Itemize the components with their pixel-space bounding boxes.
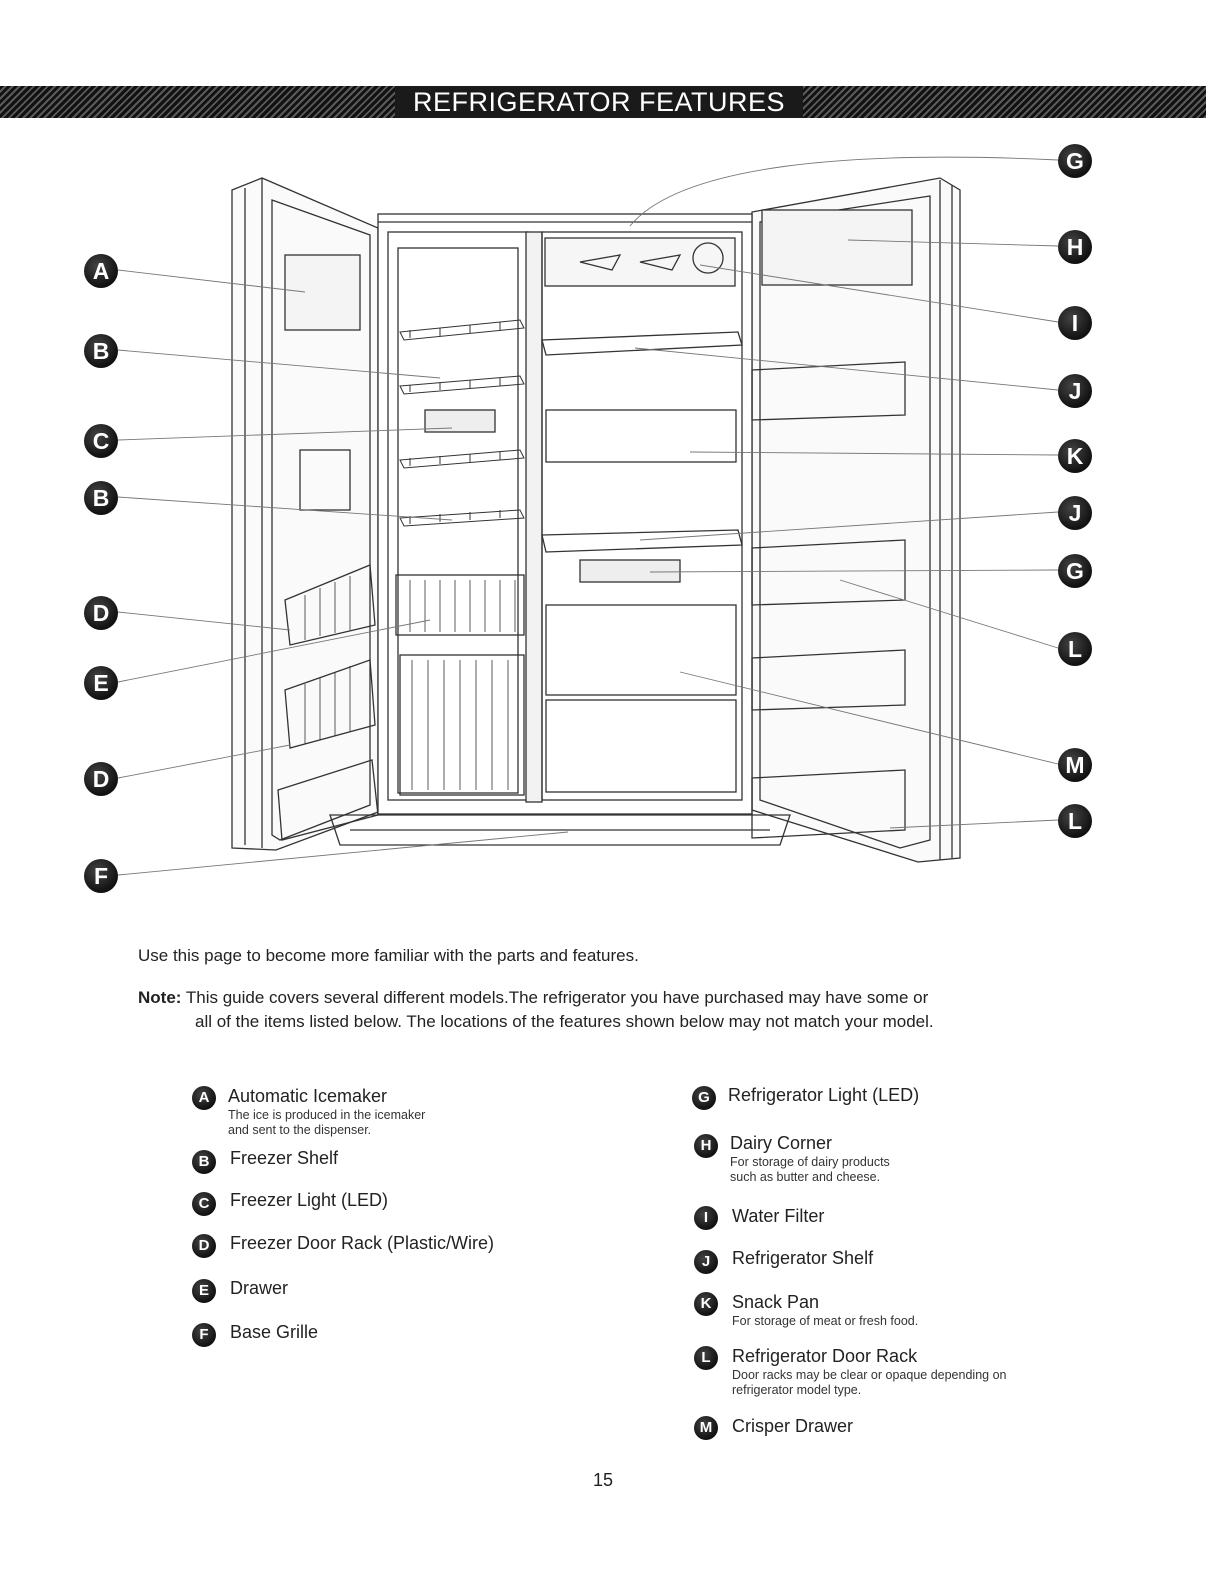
feature-item-refrigerator-shelf: Refrigerator Shelf	[732, 1248, 873, 1269]
callout-badge-j: J	[1058, 496, 1092, 530]
feature-item-base-grille: Base Grille	[230, 1322, 318, 1343]
callout-badge-g: G	[1058, 144, 1092, 178]
page-title: REFRIGERATOR FEATURES	[395, 86, 803, 118]
feature-desc: refrigerator model type.	[732, 1383, 862, 1397]
feature-title: Refrigerator Shelf	[732, 1248, 874, 1268]
callout-badge-k: K	[1058, 439, 1092, 473]
callout-badge-b: B	[84, 481, 118, 515]
feature-badge-m: M	[694, 1416, 718, 1440]
feature-desc: For storage of meat or fresh food.	[732, 1314, 919, 1328]
feature-title: Refrigerator Door Rack	[732, 1346, 918, 1366]
callout-badge-j: J	[1058, 374, 1092, 408]
feature-title: Freezer Door Rack (Plastic/Wire)	[230, 1233, 495, 1253]
callout-badge-d: D	[84, 762, 118, 796]
page-number: 15	[592, 1470, 614, 1490]
feature-title: Drawer	[230, 1278, 289, 1298]
callout-badge-g: G	[1058, 554, 1092, 588]
callout-badge-h: H	[1058, 230, 1092, 264]
feature-badge-h: H	[694, 1134, 718, 1158]
feature-badge-j: J	[694, 1250, 718, 1274]
feature-title: Automatic Icemaker	[228, 1086, 388, 1106]
feature-item-snack-pan: Snack Pan For storage of meat or fresh f…	[732, 1292, 918, 1328]
callout-badge-a: A	[84, 254, 118, 288]
feature-item-refrigerator-door-rack: Refrigerator Door Rack Door racks may be…	[732, 1346, 1006, 1397]
feature-title: Freezer Shelf	[230, 1148, 339, 1168]
callout-badge-b: B	[84, 334, 118, 368]
callout-badge-m: M	[1058, 748, 1092, 782]
note-line-2: all of the items listed below. The locat…	[195, 1012, 934, 1031]
callout-badge-l: L	[1058, 804, 1092, 838]
feature-item-freezer-light: Freezer Light (LED)	[230, 1190, 388, 1211]
feature-desc: Door racks may be clear or opaque depend…	[732, 1368, 1007, 1382]
feature-title: Crisper Drawer	[732, 1416, 854, 1436]
feature-item-water-filter: Water Filter	[732, 1206, 824, 1227]
feature-desc: The ice is produced in the icemaker	[228, 1108, 426, 1122]
intro-text: Use this page to become more familiar wi…	[138, 946, 639, 965]
callout-badge-c: C	[84, 424, 118, 458]
feature-badge-l: L	[694, 1346, 718, 1370]
feature-badge-g: G	[692, 1086, 716, 1110]
callout-badge-l: L	[1058, 632, 1092, 666]
feature-badge-a: A	[192, 1086, 216, 1110]
feature-badge-b: B	[192, 1150, 216, 1174]
note-label: Note:	[138, 988, 182, 1007]
feature-item-freezer-door-rack: Freezer Door Rack (Plastic/Wire)	[230, 1233, 494, 1254]
callout-badge-e: E	[84, 666, 118, 700]
feature-item-dairy-corner: Dairy Corner For storage of dairy produc…	[730, 1133, 890, 1184]
feature-badge-f: F	[192, 1323, 216, 1347]
feature-badge-k: K	[694, 1292, 718, 1316]
feature-badge-i: I	[694, 1206, 718, 1230]
feature-desc: and sent to the dispenser.	[228, 1123, 372, 1137]
callout-badge-i: I	[1058, 306, 1092, 340]
feature-item-automatic-icemaker: Automatic Icemaker The ice is produced i…	[228, 1086, 425, 1137]
feature-badge-c: C	[192, 1192, 216, 1216]
feature-desc: For storage of dairy products	[730, 1155, 890, 1169]
feature-desc: such as butter and cheese.	[730, 1170, 881, 1184]
feature-item-freezer-shelf: Freezer Shelf	[230, 1148, 338, 1169]
callout-badge-f: F	[84, 859, 118, 893]
feature-title: Water Filter	[732, 1206, 825, 1226]
feature-title: Base Grille	[230, 1322, 319, 1342]
feature-item-drawer: Drawer	[230, 1278, 288, 1299]
feature-item-refrigerator-light: Refrigerator Light (LED)	[728, 1085, 919, 1106]
feature-title: Refrigerator Light (LED)	[728, 1085, 920, 1105]
feature-badge-d: D	[192, 1234, 216, 1258]
refrigerator-diagram	[117, 156, 1059, 876]
feature-item-crisper-drawer: Crisper Drawer	[732, 1416, 853, 1437]
callout-badge-d: D	[84, 596, 118, 630]
feature-badge-e: E	[192, 1279, 216, 1303]
feature-title: Snack Pan	[732, 1292, 820, 1312]
note-line-1: This guide covers several different mode…	[185, 988, 929, 1007]
note-paragraph: Note: This guide covers several differen…	[138, 986, 1068, 1034]
feature-title: Freezer Light (LED)	[230, 1190, 389, 1210]
feature-title: Dairy Corner	[730, 1133, 833, 1153]
